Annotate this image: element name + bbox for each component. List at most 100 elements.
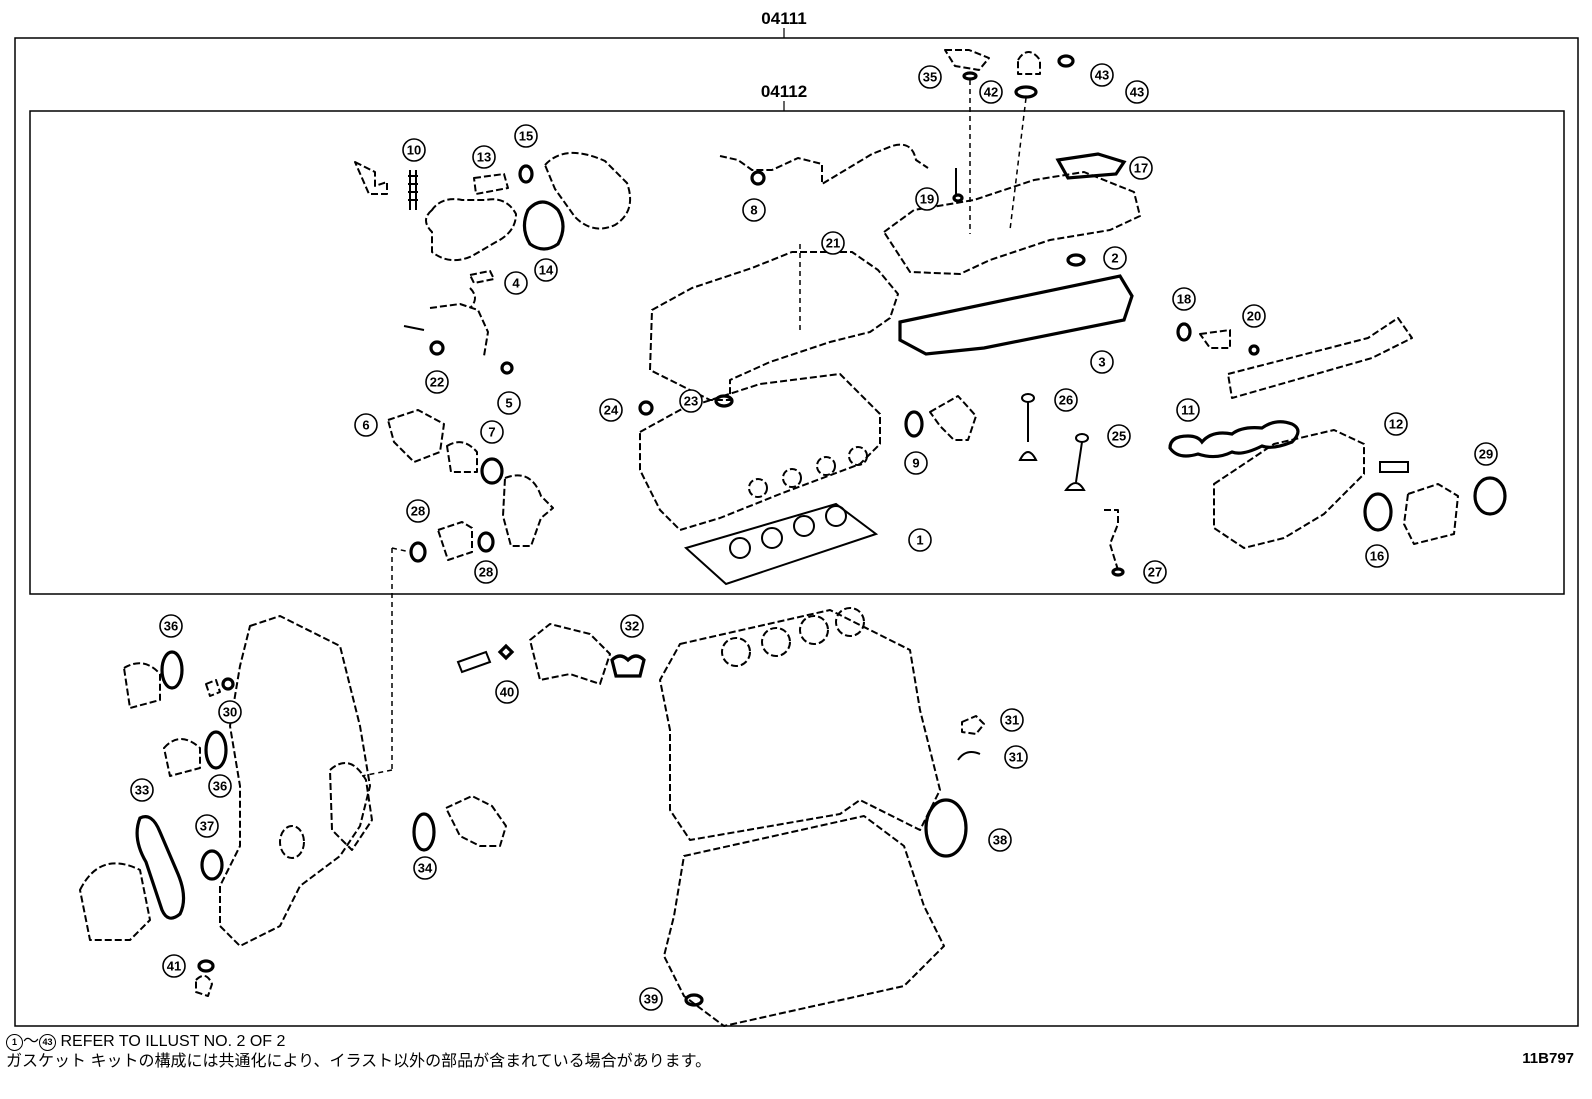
callout-number: 10 xyxy=(407,143,421,158)
callout-number: 19 xyxy=(920,192,934,207)
callout-27: 27 xyxy=(1143,560,1167,584)
callout-5: 5 xyxy=(497,391,521,415)
callout-number: 43 xyxy=(1095,68,1109,83)
gasket-35-part xyxy=(962,71,978,81)
callout-18: 18 xyxy=(1172,287,1196,311)
plug-seal-24-part xyxy=(638,400,654,416)
gasket-12-part xyxy=(1379,461,1409,473)
callout-21: 21 xyxy=(821,231,845,255)
range-start-badge: 1 xyxy=(6,1034,23,1051)
callout-31: 31 xyxy=(1004,745,1028,769)
callout-8: 8 xyxy=(742,198,766,222)
callout-number: 39 xyxy=(644,992,658,1007)
callout-number: 36 xyxy=(164,619,178,634)
harness-part xyxy=(719,143,929,185)
o-ring-part xyxy=(518,164,534,184)
o-ring-36a-part xyxy=(160,650,184,690)
group-label-outer: 04111 xyxy=(761,9,806,28)
callout-16: 16 xyxy=(1365,544,1389,568)
water-pump-part xyxy=(425,198,517,262)
callout-28: 28 xyxy=(406,499,430,523)
head-gasket-part xyxy=(683,502,879,586)
water-pump-gasket-part xyxy=(473,173,509,195)
callout-19: 19 xyxy=(915,187,939,211)
valve-25-part xyxy=(1064,441,1086,491)
callout-33: 33 xyxy=(130,778,154,802)
group-frames: 04111 04112 xyxy=(14,9,1579,1027)
gasket-16-part xyxy=(1363,492,1393,532)
callout-number: 28 xyxy=(479,565,493,580)
valve-26-part xyxy=(1018,402,1038,461)
callout-number: 7 xyxy=(488,425,495,440)
callout-number: 26 xyxy=(1059,393,1073,408)
callout-number: 33 xyxy=(135,783,149,798)
plug-30-part xyxy=(205,679,221,697)
gasket-29-part xyxy=(1473,476,1507,516)
cylinder-head-part xyxy=(639,373,881,531)
callout-12: 12 xyxy=(1384,412,1408,436)
callout-43: 43 xyxy=(1090,63,1114,87)
gasket-39-part xyxy=(684,993,704,1007)
range-separator: ～ xyxy=(23,1033,40,1050)
callout-29: 29 xyxy=(1474,442,1498,466)
intake-gasket-11-part xyxy=(1168,420,1300,459)
gasket-2-part xyxy=(1066,253,1086,267)
footer-note: 1～43 REFER TO ILLUST NO. 2 OF 2 ガスケット キッ… xyxy=(6,1032,711,1072)
callout-number: 31 xyxy=(1009,750,1023,765)
illustration-code: 11B797 xyxy=(1522,1050,1574,1067)
callout-number: 17 xyxy=(1134,161,1148,176)
callout-4: 4 xyxy=(504,271,528,295)
valve-cover-part xyxy=(883,171,1141,275)
water-outlet-34-part xyxy=(445,795,507,847)
group-label-inner: 04112 xyxy=(761,82,807,101)
callout-number: 30 xyxy=(223,705,237,720)
callout-number: 40 xyxy=(500,685,514,700)
callout-36: 36 xyxy=(159,614,183,638)
refer-text: REFER TO ILLUST NO. 2 OF 2 xyxy=(60,1033,286,1050)
stud-part xyxy=(408,170,418,210)
gasket-42-part xyxy=(1014,85,1038,99)
callout-14: 14 xyxy=(534,258,558,282)
oil-seal-37-part xyxy=(200,849,224,881)
callout-31: 31 xyxy=(1000,708,1024,732)
callout-7: 7 xyxy=(480,420,504,444)
callout-number: 31 xyxy=(1005,713,1019,728)
o-ring-34-part xyxy=(412,812,436,852)
callout-number: 38 xyxy=(993,833,1007,848)
sensor-bracket-part xyxy=(354,161,388,195)
gasket-31b-part xyxy=(957,751,981,761)
cover-gasket-3-part xyxy=(898,274,1134,356)
callout-number: 16 xyxy=(1370,549,1384,564)
injector-part xyxy=(1199,329,1231,349)
callout-1: 1 xyxy=(908,528,932,552)
upper-parts xyxy=(354,49,1507,586)
callout-number: 5 xyxy=(505,396,512,411)
callout-number: 27 xyxy=(1148,565,1162,580)
callout-37: 37 xyxy=(195,814,219,838)
callout-number: 15 xyxy=(519,129,533,144)
callout-number: 8 xyxy=(750,203,757,218)
callout-28: 28 xyxy=(474,560,498,584)
sensor-35-part xyxy=(944,49,990,71)
callout-number: 34 xyxy=(418,861,433,876)
callout-number: 29 xyxy=(1479,447,1493,462)
callout-number: 9 xyxy=(912,456,919,471)
callout-number: 41 xyxy=(167,959,181,974)
callout-11: 11 xyxy=(1176,398,1200,422)
outer-frame xyxy=(14,37,1579,1027)
callout-30: 30 xyxy=(218,700,242,724)
sensor-40-part xyxy=(456,650,492,674)
gasket-31a-part xyxy=(961,715,985,735)
callout-number: 37 xyxy=(200,819,214,834)
o-ring-36b-part xyxy=(204,730,228,770)
oil-seal-38-part xyxy=(924,798,968,858)
housing-gasket-part xyxy=(522,200,565,251)
callout-number: 22 xyxy=(430,375,444,390)
cylinder-block-part xyxy=(659,609,941,841)
timing-cover-part xyxy=(219,615,371,947)
range-end-badge: 43 xyxy=(39,1034,57,1051)
gasket-23-part xyxy=(714,394,734,408)
callout-35: 35 xyxy=(918,65,942,89)
callout-15: 15 xyxy=(514,124,538,148)
refer-line: 1～43 REFER TO ILLUST NO. 2 OF 2 xyxy=(6,1032,711,1052)
